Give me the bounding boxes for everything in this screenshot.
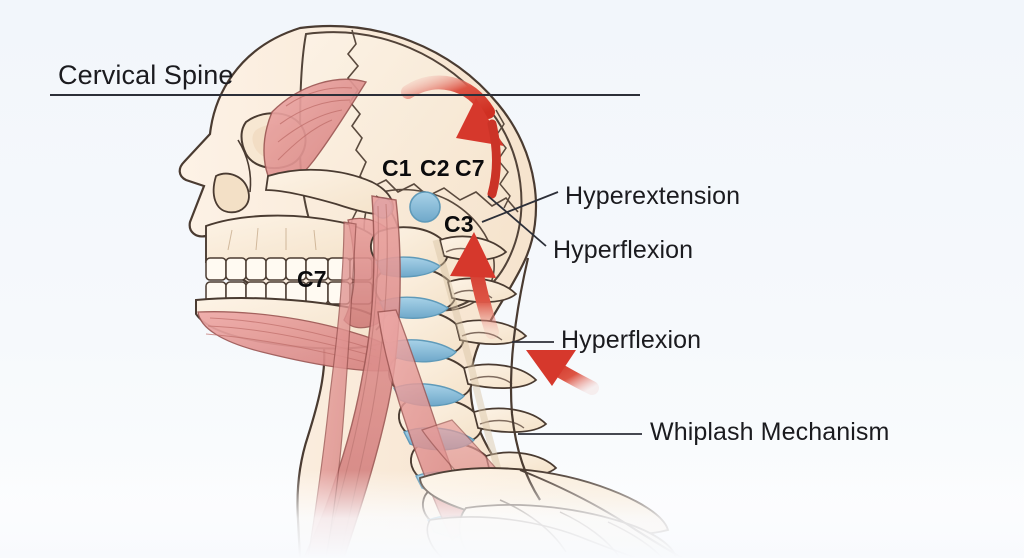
temporalis-muscle <box>263 78 368 191</box>
arrow-hyperflexion-up-head <box>450 232 496 278</box>
leader-hyperextension <box>481 191 559 223</box>
callout-hyperflexion-lower: Hyperflexion <box>561 326 702 354</box>
nasal-bridge <box>237 139 252 193</box>
callout-whiplash-mechanism: Whiplash Mechanism <box>650 418 890 446</box>
vertebra-label-c1: C1 <box>382 155 412 181</box>
title-underline <box>50 94 640 96</box>
callout-hyperextension: Hyperextension <box>565 182 741 210</box>
arrow-whiplash-head <box>526 350 576 386</box>
bottom-fade <box>0 470 1024 558</box>
temporalis-striations <box>277 87 353 161</box>
vertebra-label-c2: C2 <box>420 155 450 181</box>
atlas-disc-marker <box>409 191 441 223</box>
leader-hyperflexion-upper <box>487 195 547 247</box>
maxilla-striations <box>227 227 317 251</box>
coronal-suture-icon <box>346 29 371 189</box>
callout-leader-lines <box>481 191 642 435</box>
page-title: Cervical Spine <box>58 60 234 90</box>
motion-arrows-group <box>401 75 599 395</box>
spinal-canal-shade <box>432 239 510 499</box>
vertebra-label-c3: C3 <box>444 211 474 237</box>
suprahyoid-striations <box>205 317 381 365</box>
vertebra-label-c7-top: C7 <box>455 155 485 181</box>
nasal-aperture <box>212 172 250 214</box>
arrow-hyperextension-bar <box>487 119 501 199</box>
arrow-hyperextension-top-shaft <box>401 75 495 119</box>
callout-hyperflexion-upper: Hyperflexion <box>553 236 694 264</box>
vertebra-label-c7-jaw: C7 <box>297 266 327 292</box>
longus-colli-muscle <box>307 221 357 558</box>
